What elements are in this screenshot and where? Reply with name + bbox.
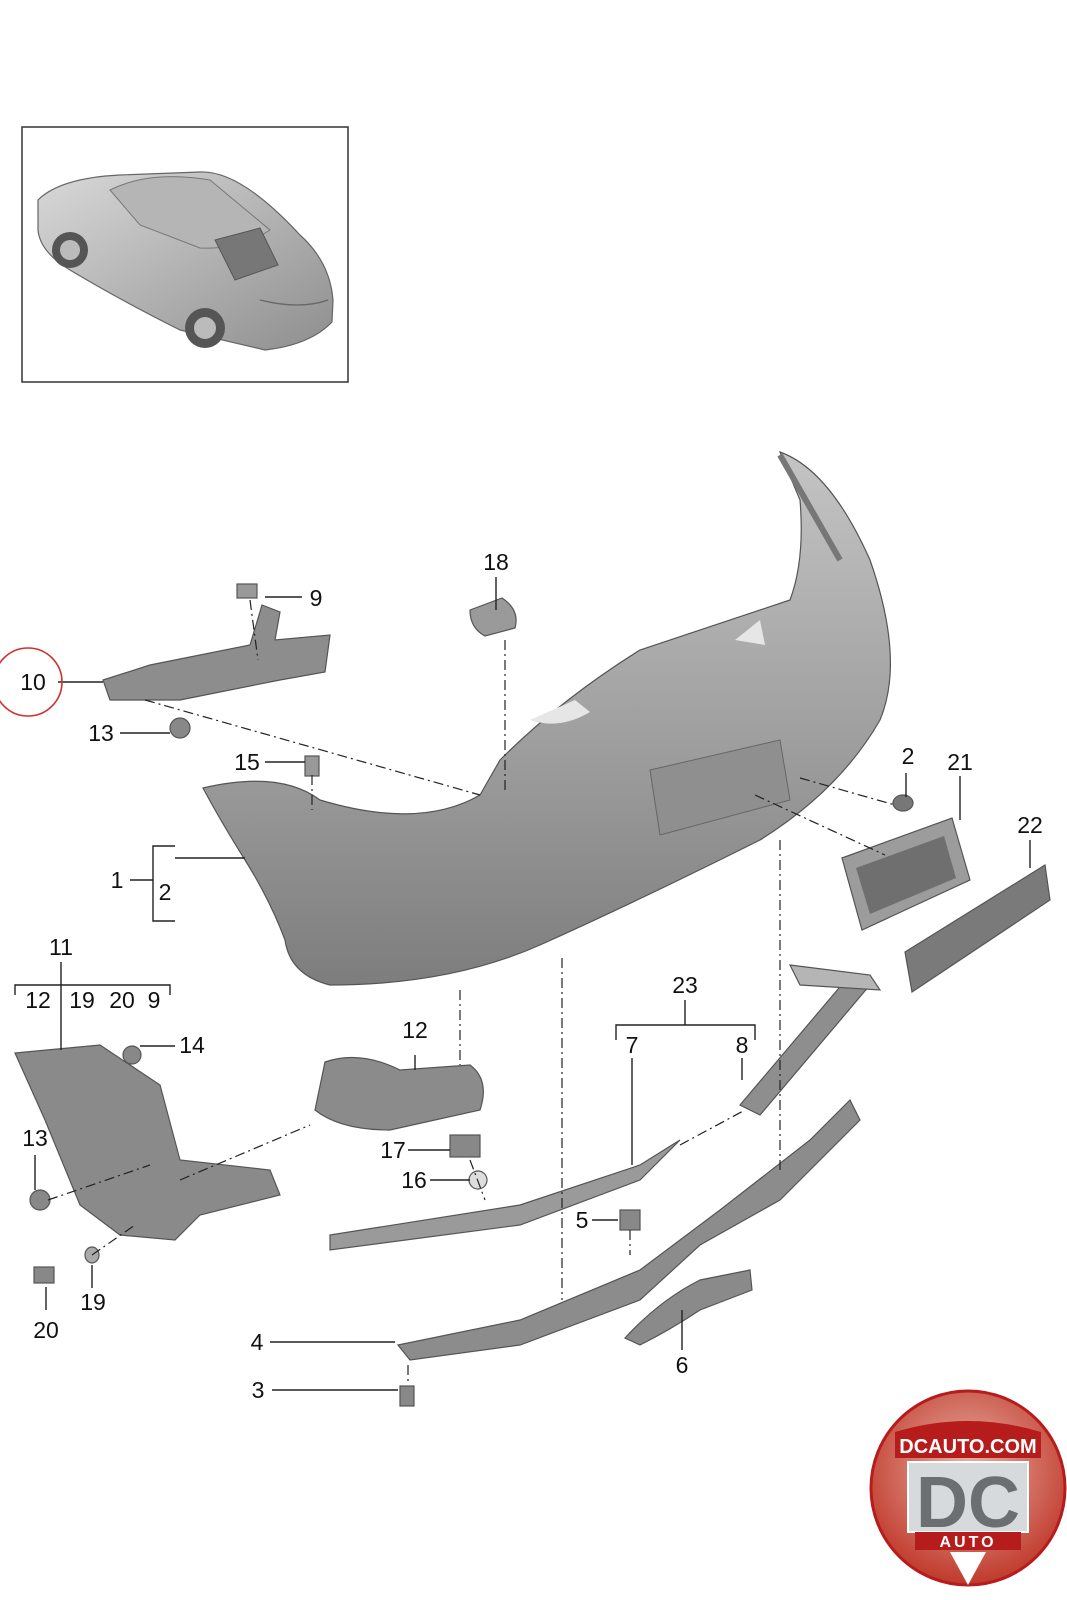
part-11-arch-bracket [14, 1044, 281, 1241]
label-9-top: 9 [310, 585, 323, 611]
label-20: 20 [33, 1317, 59, 1343]
label-12: 12 [402, 1017, 428, 1043]
label-6: 6 [676, 1352, 689, 1378]
logo-site-text: DCAUTO.COM [899, 1436, 1036, 1458]
part-10-bracket [102, 604, 331, 701]
part-13-nut-lower [29, 1189, 51, 1211]
part-22-plate-bracket [904, 864, 1051, 994]
label-23: 23 [672, 972, 698, 998]
label-17: 17 [380, 1137, 406, 1163]
label-1: 1 [111, 867, 124, 893]
label-12-group: 12 [25, 987, 51, 1013]
part-15-clip [304, 755, 320, 777]
part-13-nut-top [169, 717, 191, 739]
leader-lines [14, 577, 1031, 1391]
label-7: 7 [626, 1032, 639, 1058]
label-8: 8 [736, 1032, 749, 1058]
vehicle-thumbnail [21, 126, 349, 383]
label-14: 14 [179, 1032, 205, 1058]
part-4-diffuser [396, 1098, 861, 1361]
label-16: 16 [401, 1167, 427, 1193]
logo-word: AUTO [939, 1534, 996, 1551]
label-19-group: 19 [69, 987, 95, 1013]
label-13-lower: 13 [22, 1125, 48, 1151]
part-3-bolt [399, 1385, 415, 1407]
label-22: 22 [1017, 812, 1043, 838]
part-9-clip [236, 583, 258, 599]
callout-labels: 18 9 10 13 15 2 21 22 1 2 11 12 19 20 9 … [20, 549, 1043, 1403]
part-6-panel [624, 1269, 753, 1346]
label-18: 18 [483, 549, 509, 575]
label-2-right: 2 [902, 743, 915, 769]
dcauto-logo: DCAUTO.COM DC AUTO [869, 1389, 1067, 1587]
part-14-clip [122, 1045, 142, 1065]
label-4: 4 [251, 1329, 264, 1355]
part-8-trim [739, 974, 871, 1116]
label-20-group: 20 [109, 987, 135, 1013]
label-10: 10 [20, 669, 46, 695]
label-11: 11 [49, 934, 73, 960]
label-15: 15 [234, 749, 260, 775]
part-12-guide [314, 1056, 484, 1131]
part-17-sensor [449, 1134, 481, 1158]
part-2-cap [892, 794, 914, 812]
label-9-group: 9 [148, 987, 161, 1013]
label-2-left: 2 [159, 879, 172, 905]
rear-bumper-cover [202, 450, 891, 986]
label-21: 21 [947, 749, 973, 775]
part-7-trim [329, 1139, 681, 1251]
highlight-circle-10 [0, 647, 63, 717]
part-5-clip [619, 1209, 641, 1231]
label-3: 3 [252, 1377, 265, 1403]
label-13-top: 13 [88, 720, 114, 746]
part-18 [469, 597, 517, 637]
assembly-lines [47, 599, 896, 1385]
part-20-bolt [33, 1266, 55, 1284]
logo-letters: DC [916, 1463, 1020, 1543]
label-19: 19 [80, 1289, 106, 1315]
label-5: 5 [576, 1207, 589, 1233]
